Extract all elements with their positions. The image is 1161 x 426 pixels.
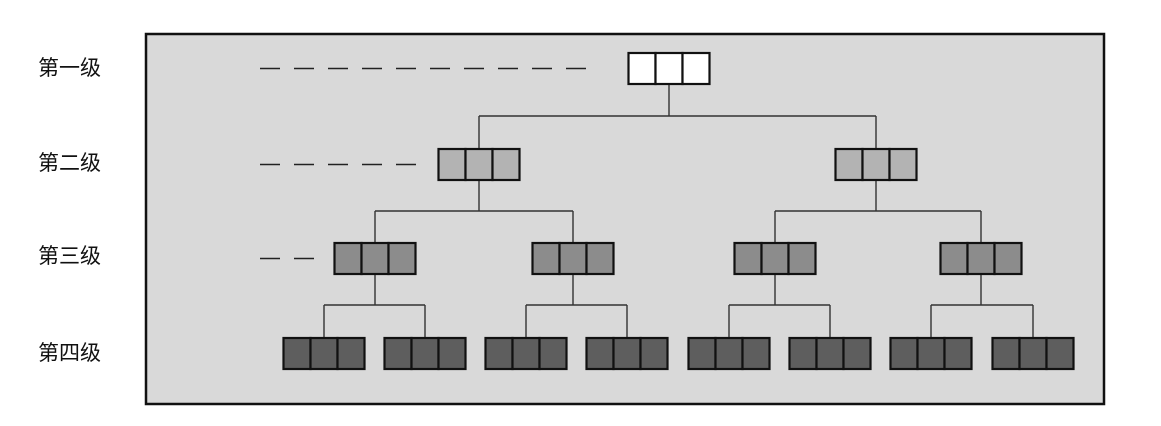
tree-node-level-3 bbox=[733, 241, 817, 276]
node-cell bbox=[714, 336, 744, 371]
node-cell bbox=[309, 336, 339, 371]
node-cell bbox=[531, 241, 561, 276]
node-cell bbox=[437, 147, 467, 182]
node-cell bbox=[687, 336, 717, 371]
node-cell bbox=[1018, 336, 1048, 371]
tree-node-level-4 bbox=[383, 336, 467, 371]
tree-node-level-3 bbox=[939, 241, 1023, 276]
node-cell bbox=[681, 51, 711, 86]
tree-node-level-4 bbox=[585, 336, 669, 371]
tree-node-level-4 bbox=[687, 336, 771, 371]
node-cell bbox=[627, 51, 657, 86]
node-cell bbox=[437, 336, 467, 371]
node-cell bbox=[585, 336, 615, 371]
node-cell bbox=[943, 336, 973, 371]
tree-node-level-4 bbox=[282, 336, 366, 371]
node-cell bbox=[558, 241, 588, 276]
node-cell bbox=[741, 336, 771, 371]
node-cell bbox=[788, 336, 818, 371]
tree-node-level-4 bbox=[788, 336, 872, 371]
tree-node-level-4 bbox=[991, 336, 1075, 371]
node-cell bbox=[966, 241, 996, 276]
tree-node-level-2 bbox=[834, 147, 918, 182]
node-cell bbox=[333, 241, 363, 276]
node-cell bbox=[654, 51, 684, 86]
node-cell bbox=[993, 241, 1023, 276]
tree-nodes bbox=[282, 51, 1075, 371]
node-cell bbox=[991, 336, 1021, 371]
tree-node-level-3 bbox=[333, 241, 417, 276]
node-cell bbox=[733, 241, 763, 276]
node-cell bbox=[1045, 336, 1075, 371]
tree-node-level-1 bbox=[627, 51, 711, 86]
node-cell bbox=[815, 336, 845, 371]
level-label-1: 第一级 bbox=[38, 56, 101, 80]
node-cell bbox=[861, 147, 891, 182]
node-cell bbox=[511, 336, 541, 371]
node-cell bbox=[484, 336, 514, 371]
node-cell bbox=[387, 241, 417, 276]
node-cell bbox=[939, 241, 969, 276]
node-cell bbox=[464, 147, 494, 182]
level-label-4: 第四级 bbox=[38, 341, 101, 365]
tree-node-level-4 bbox=[484, 336, 568, 371]
node-cell bbox=[916, 336, 946, 371]
node-cell bbox=[383, 336, 413, 371]
level-label-2: 第二级 bbox=[38, 151, 101, 175]
tree-connectors bbox=[323, 84, 1034, 338]
node-cell bbox=[787, 241, 817, 276]
node-cell bbox=[842, 336, 872, 371]
node-cell bbox=[360, 241, 390, 276]
node-cell bbox=[282, 336, 312, 371]
level-label-3: 第三级 bbox=[38, 244, 101, 268]
level-guide-lines bbox=[260, 67, 600, 260]
tree-node-level-3 bbox=[531, 241, 615, 276]
node-cell bbox=[639, 336, 669, 371]
node-cell bbox=[336, 336, 366, 371]
node-cell bbox=[491, 147, 521, 182]
node-cell bbox=[888, 147, 918, 182]
node-cell bbox=[538, 336, 568, 371]
node-cell bbox=[585, 241, 615, 276]
node-cell bbox=[889, 336, 919, 371]
tree-node-level-4 bbox=[889, 336, 973, 371]
node-cell bbox=[410, 336, 440, 371]
tree-node-level-2 bbox=[437, 147, 521, 182]
node-cell bbox=[760, 241, 790, 276]
node-cell bbox=[612, 336, 642, 371]
node-cell bbox=[834, 147, 864, 182]
